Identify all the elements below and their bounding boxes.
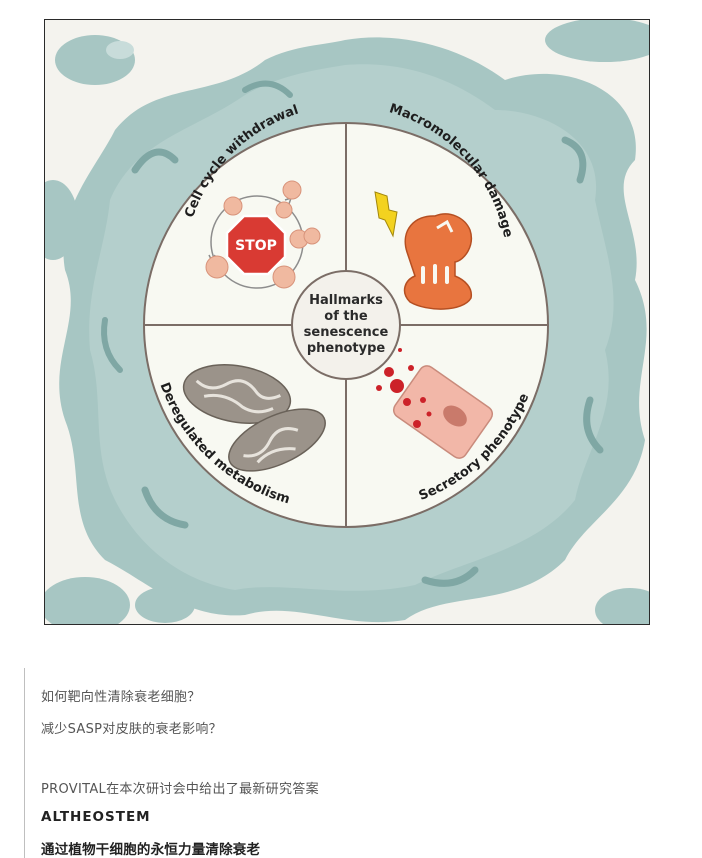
stop-sign-text: STOP [235,238,277,254]
macromolecular-damage-illustration [374,191,473,310]
product-name: ALTHEOSTEM [41,809,151,825]
cell-cycle-illustration: STOP [205,180,321,289]
article-text-block: 如何靶向性清除衰老细胞？ 减少SASP对皮肤的衰老影响？ PROVITAL在本次… [24,668,685,858]
question-1: 如何靶向性清除衰老细胞？ [41,690,201,705]
intro-line: PROVITAL在本次研讨会中给出了最新研究答案 [41,782,319,797]
product-slogan: 通过植物干细胞的永恒力量清除衰老 [41,842,261,858]
mitochondria-illustration [182,364,326,472]
center-line-4: phenotype [307,341,386,356]
center-circle [291,270,401,380]
center-line-3: senescence [304,325,389,340]
stop-sign-icon [225,214,287,276]
center-line-1: Hallmarks [309,293,383,308]
center-line-2: of the [324,309,368,324]
damaged-protein-icon [403,213,473,310]
question-2: 减少SASP对皮肤的衰老影响？ [41,722,222,737]
secretory-cell-illustration [376,348,494,459]
figure-canvas: Cell cycle withdrawal Macromolecular dam… [45,20,649,624]
lightning-bolt-icon [374,191,398,238]
senescence-hallmarks-figure: Cell cycle withdrawal Macromolecular dam… [44,19,650,625]
